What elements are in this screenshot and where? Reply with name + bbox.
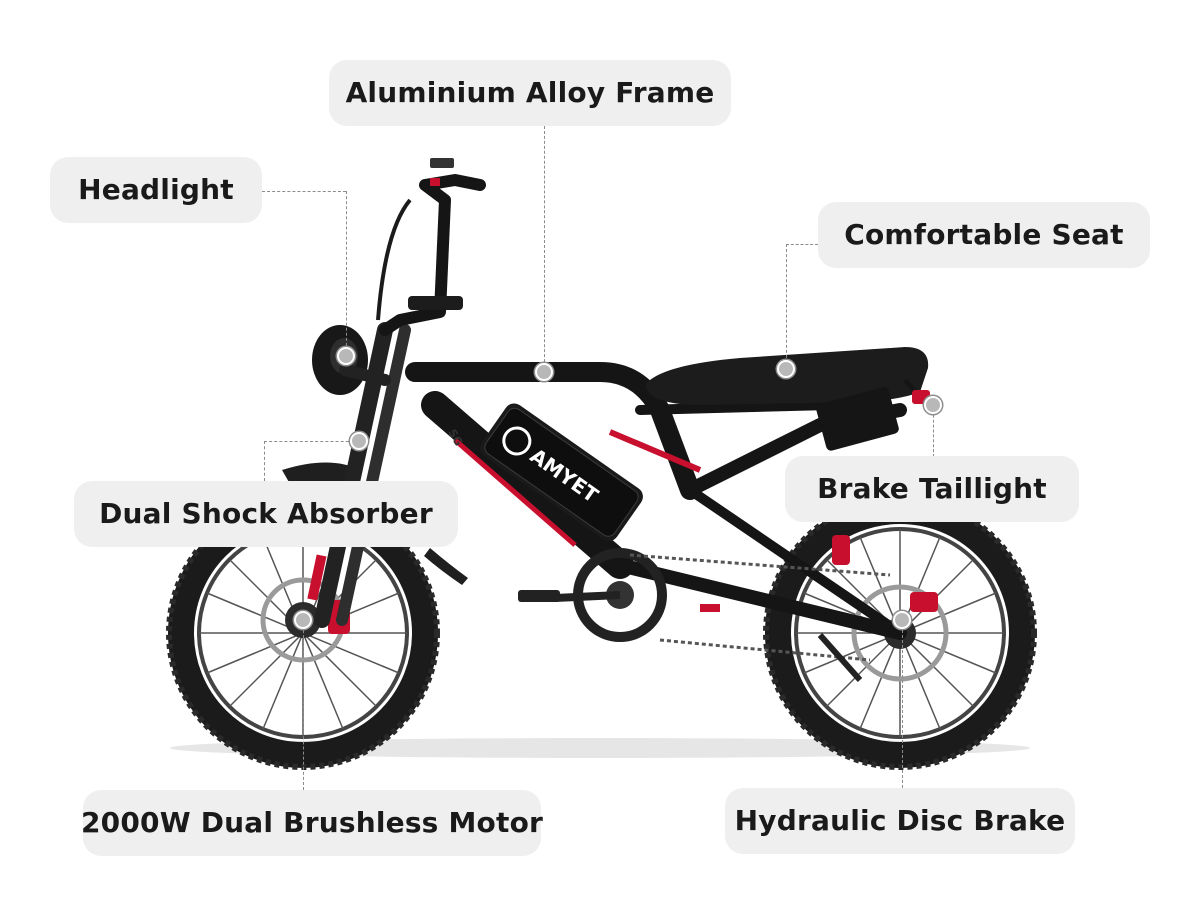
label-hydraulic-disc-brake: Hydraulic Disc Brake (725, 788, 1075, 854)
frame-marker (535, 363, 553, 381)
label-headlight: Headlight (50, 157, 262, 223)
shock-marker (350, 432, 368, 450)
shock-leader-v (264, 441, 265, 481)
headlight-marker (337, 347, 355, 365)
motor-leader (303, 620, 304, 790)
brake-marker (893, 611, 911, 629)
pedal (518, 590, 560, 602)
headlight-leader-v (346, 191, 347, 356)
frame-leader (544, 126, 545, 372)
rear-shock-spring (832, 535, 850, 565)
ground-shadow (170, 738, 1030, 758)
chain (629, 553, 891, 662)
rear-disc-rotor (851, 584, 949, 682)
seat-leader-v (786, 244, 787, 368)
rear-caliper (910, 592, 938, 612)
handlebar (376, 158, 486, 336)
brake-leader (902, 620, 903, 788)
label-comfortable-seat: Comfortable Seat (818, 202, 1150, 268)
taillight-marker (924, 396, 942, 414)
label-2000w-dual-brushless-motor: 2000W Dual Brushless Motor (81, 790, 543, 856)
seat-marker (777, 360, 795, 378)
headlight-leader-h (262, 191, 346, 192)
label-aluminium-alloy-frame: Aluminium Alloy Frame (329, 60, 731, 126)
motor-marker (294, 611, 312, 629)
label-brake-taillight: Brake Taillight (785, 456, 1079, 522)
label-dual-shock-absorber: Dual Shock Absorber (74, 481, 458, 547)
shock-leader-h (264, 441, 359, 442)
taillight-leader (933, 405, 934, 457)
seat-leader-h (786, 244, 818, 245)
